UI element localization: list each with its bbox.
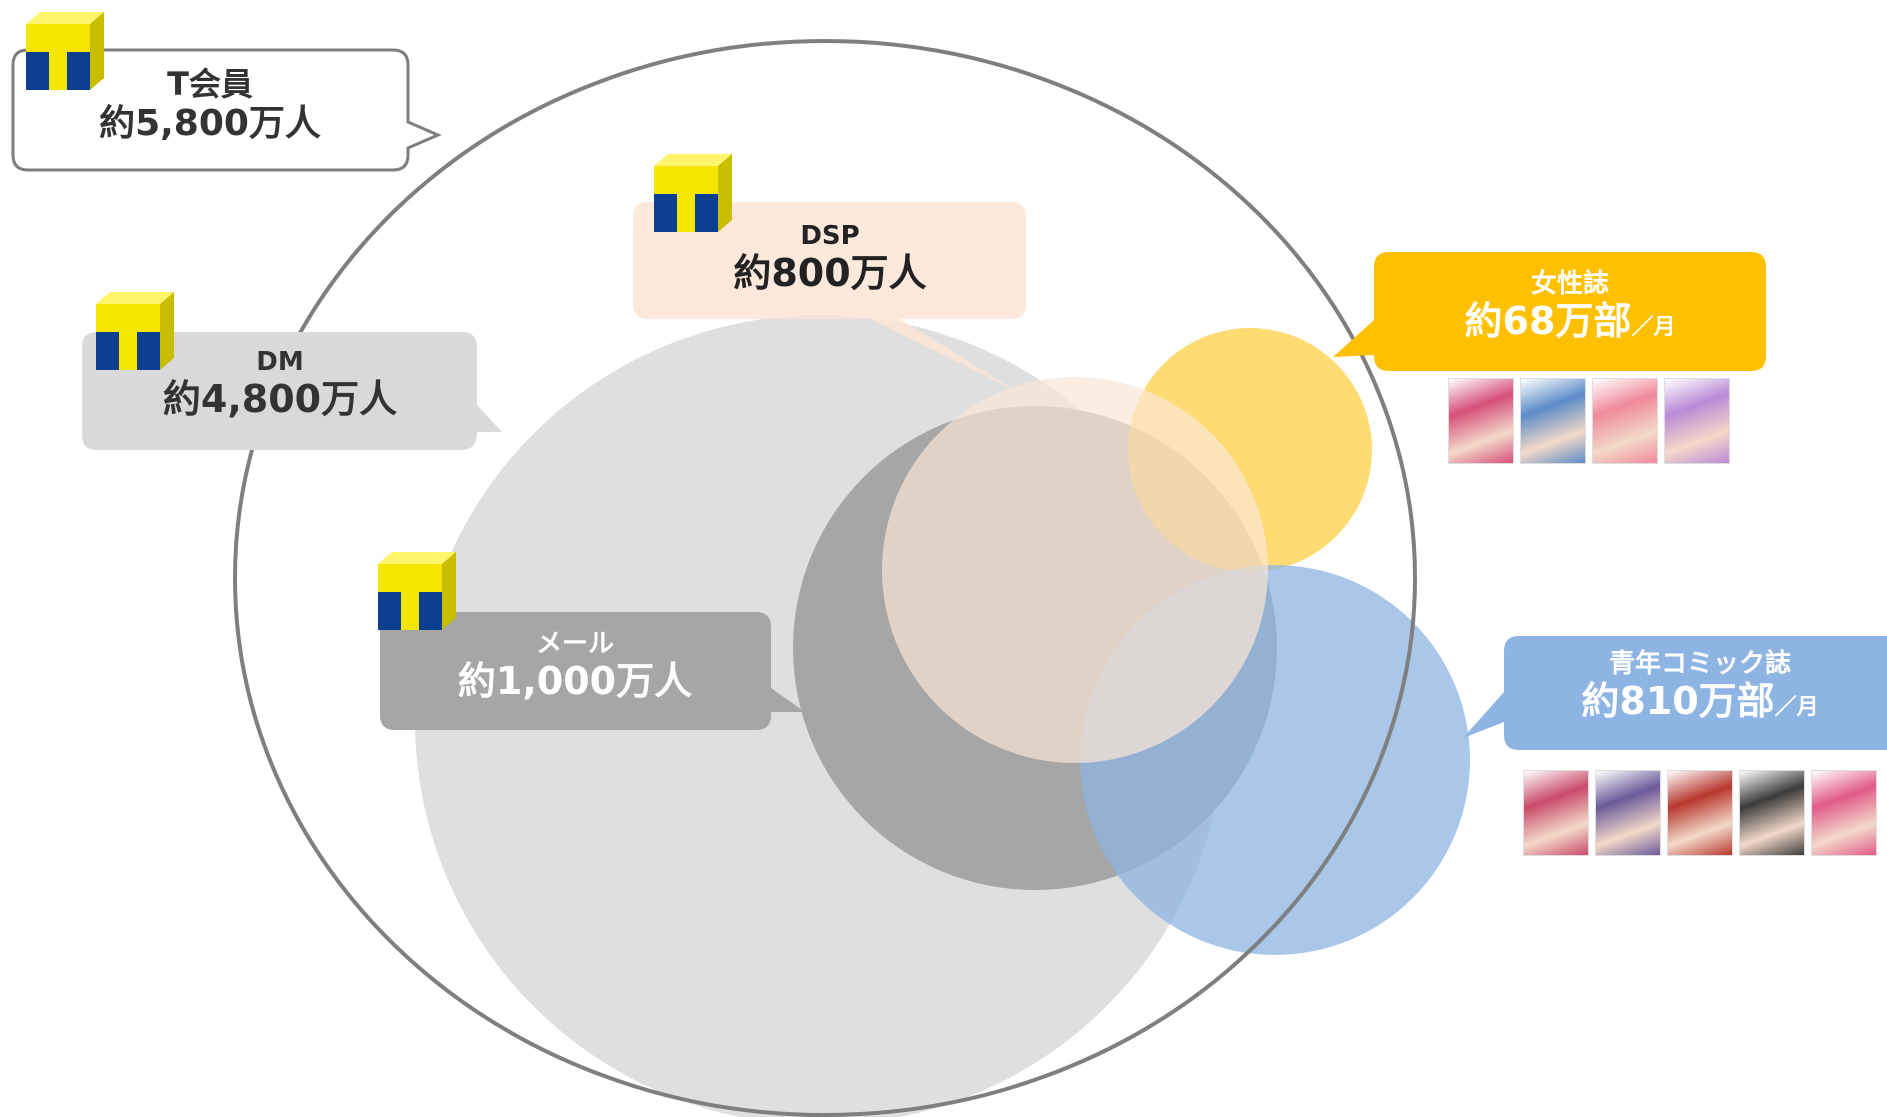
dm-title: DM — [256, 347, 304, 377]
t-members-label: T会員 約5,800万人 — [60, 66, 360, 144]
mail-title: メール — [535, 629, 614, 659]
womens-title: 女性誌 — [1530, 269, 1609, 299]
magazine-cover-image — [1739, 770, 1805, 856]
magazine-cover-image — [1811, 770, 1877, 856]
magazine-cover-image — [1664, 378, 1730, 464]
magazine-cover-image — [1520, 378, 1586, 464]
womens-label: 女性誌 約68万部／月 — [1390, 269, 1750, 344]
t-members-circle — [233, 39, 1417, 1117]
t-logo-icon — [378, 552, 456, 630]
t-members-callout — [11, 48, 442, 172]
mail-value: 約1,000万人 — [457, 658, 693, 703]
t-members-title: T会員 — [167, 65, 253, 103]
comic-callout — [1463, 636, 1887, 750]
magazine-cover-image — [1592, 378, 1658, 464]
dsp-callout — [633, 202, 1026, 390]
mail-label: メール 約1,000万人 — [425, 629, 725, 704]
dsp-value: 約800万人 — [733, 250, 927, 295]
dsp-label: DSP 約800万人 — [680, 221, 980, 296]
magazine-cover-image — [1523, 770, 1589, 856]
t-members-value: 約5,800万人 — [99, 102, 321, 144]
comic-label: 青年コミック誌 約810万部／月 — [1520, 649, 1880, 724]
t-logo-icon — [654, 154, 732, 232]
womens-callout — [1333, 252, 1766, 371]
magazine-cover-image — [1667, 770, 1733, 856]
dsp-circle — [882, 377, 1268, 763]
dm-label: DM 約4,800万人 — [130, 347, 430, 422]
magazine-cover-image — [1595, 770, 1661, 856]
womens-value: 約68万部 — [1464, 298, 1632, 343]
magazine-cover-image — [1448, 378, 1514, 464]
dsp-title: DSP — [800, 221, 860, 251]
comic-magazine-covers — [1523, 770, 1877, 856]
comic-unit: ／月 — [1774, 694, 1819, 720]
comic-value: 約810万部 — [1581, 678, 1775, 723]
comic-title: 青年コミック誌 — [1608, 649, 1791, 679]
womens-unit: ／月 — [1631, 314, 1676, 340]
mail-callout — [380, 612, 805, 730]
dm-callout — [82, 332, 502, 450]
womens-magazine-covers — [1448, 378, 1730, 464]
dm-value: 約4,800万人 — [162, 376, 398, 421]
